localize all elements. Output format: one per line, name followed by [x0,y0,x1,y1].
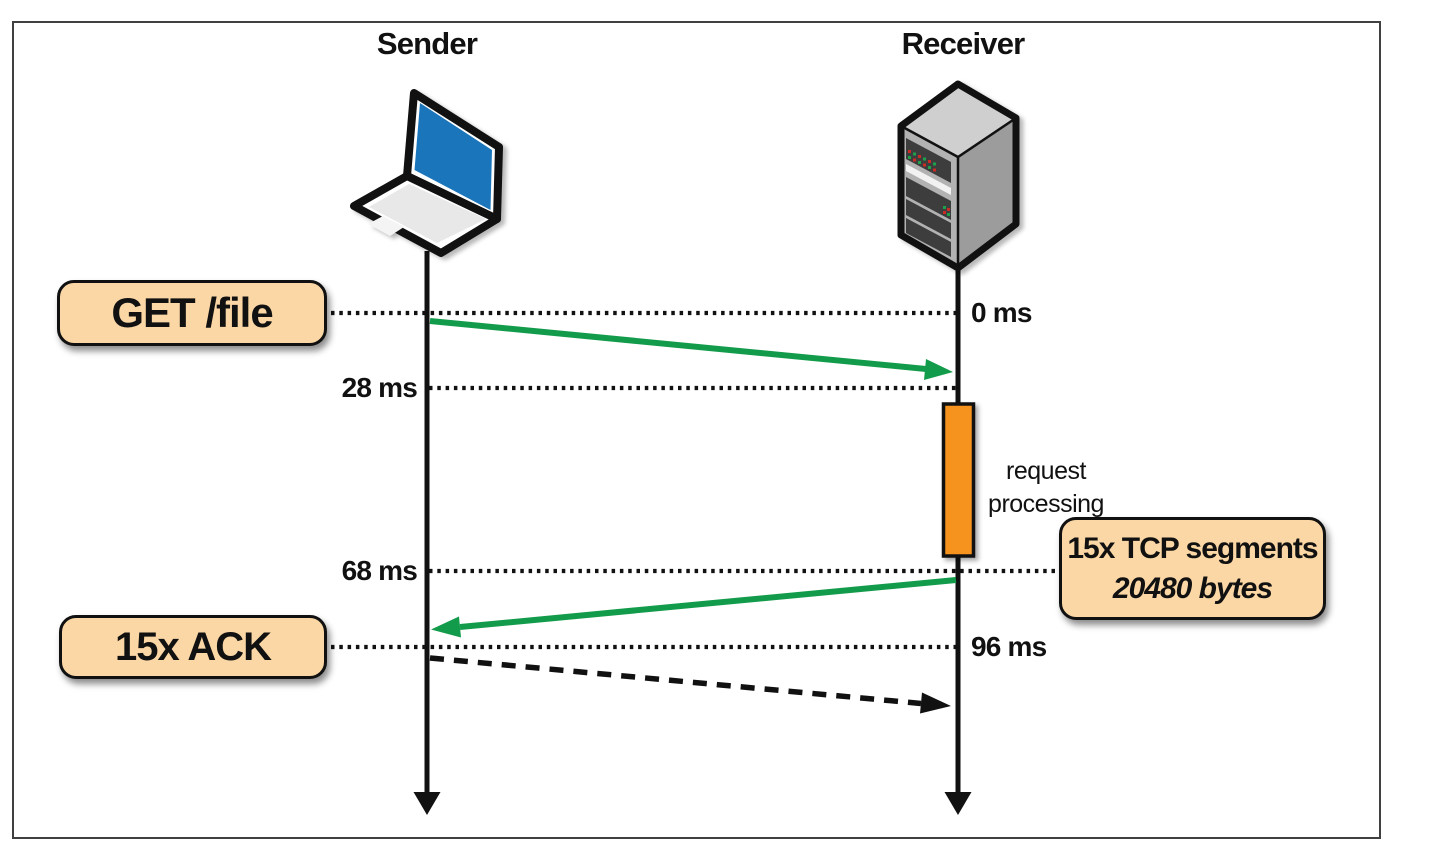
callout-ack: 15x ACK [59,615,327,679]
activation-bar [941,402,976,558]
ack-label: 15x ACK [114,624,272,669]
server-icon [897,80,1020,272]
time-marker-0ms: 0 ms [971,297,1032,328]
ack-arrowhead [920,692,951,714]
callout-get-file: GET /file [57,280,327,346]
receiver-label: Receiver [901,26,1026,61]
laptop-icon [350,89,503,257]
receiver-lifeline-arrowhead [944,792,972,815]
ack-arrow [429,655,951,714]
request-arrowhead [924,359,953,380]
callout-tcp-segments: 15x TCP segments 20480 bytes [1059,517,1326,620]
time-marker-28ms: 28 ms [341,372,418,403]
request-arrow [429,318,953,380]
server-led-lights [908,150,950,216]
time-marker-68ms: 68 ms [341,555,418,586]
segments-arrow [431,577,957,638]
request-processing-annotation: request processing [988,457,1104,518]
sender-lifeline-arrowhead [413,792,441,815]
sender-label: Sender [376,26,478,61]
get-file-label: GET /file [111,289,273,336]
segments-arrowhead [431,616,461,638]
tcp-segments-bytes-label: 20480 bytes [1112,571,1273,605]
tcp-segments-label: 15x TCP segments [1067,531,1318,565]
diagram-frame [12,21,1381,839]
time-marker-96ms: 96 ms [971,631,1047,662]
